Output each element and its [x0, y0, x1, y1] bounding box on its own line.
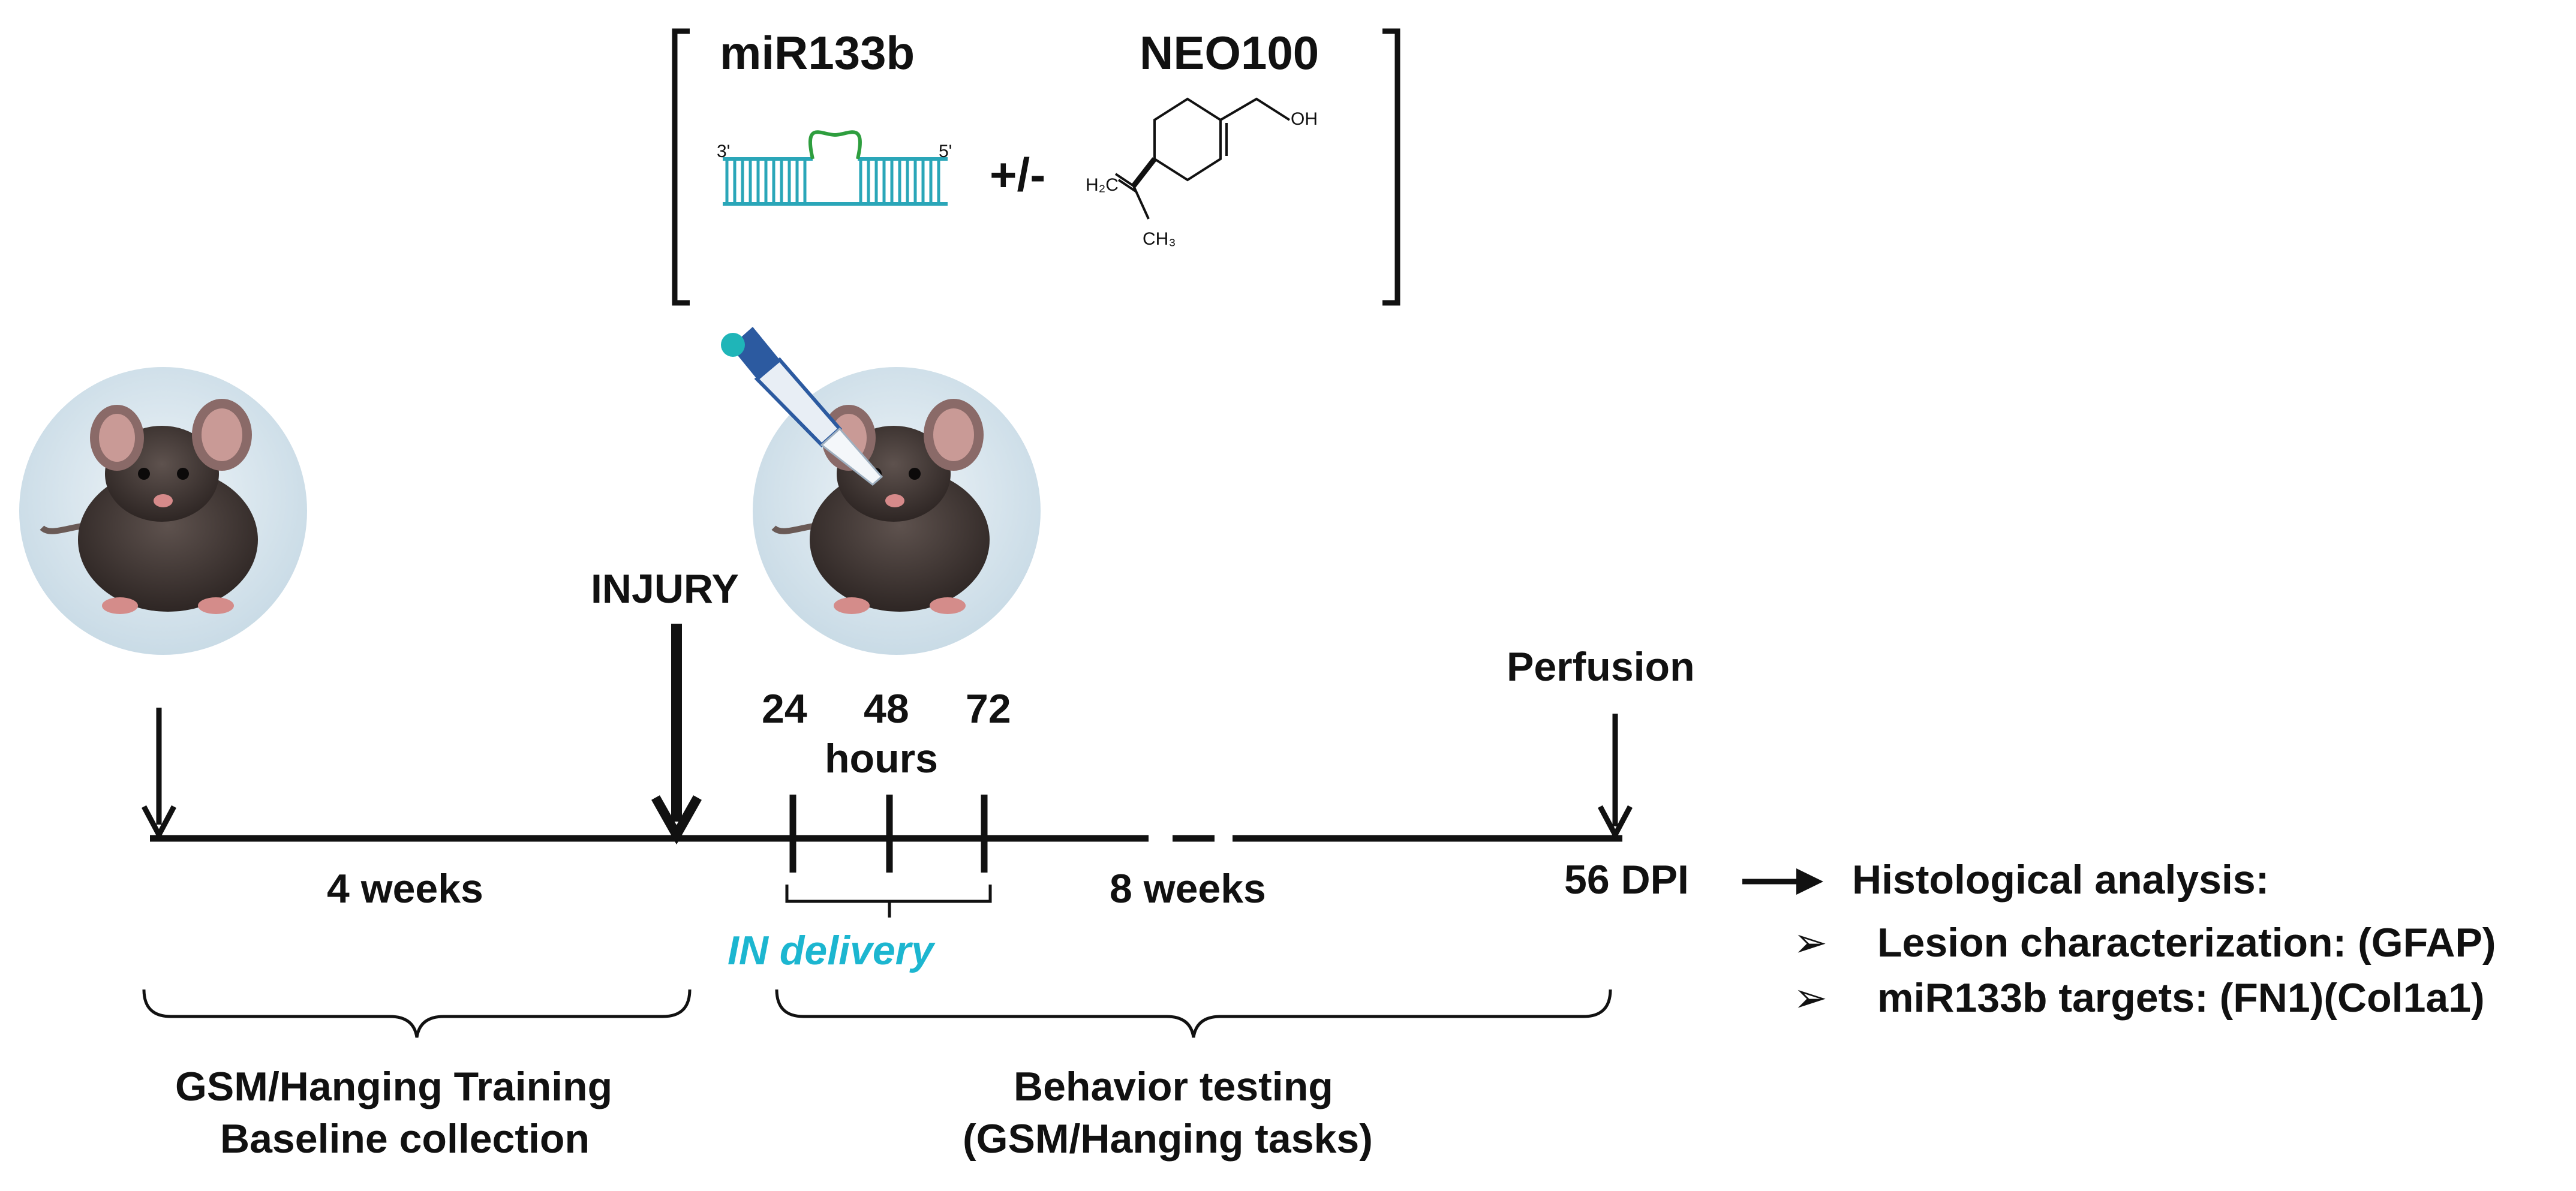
delivery-bracket [785, 885, 992, 918]
injury-label: INJURY [591, 566, 739, 612]
training-brace [142, 989, 692, 1038]
phase-braces: GSM/Hanging Training Baseline collection… [142, 989, 1612, 1162]
perfusion-label: Perfusion [1507, 644, 1695, 690]
delivery-label: IN delivery [728, 928, 936, 973]
analysis-title: Histological analysis: [1852, 857, 2269, 903]
analysis-item-2: miR133b targets: (FN1)(Col1a1) [1877, 975, 2485, 1021]
chem-ch3-label: CH₃ [1143, 229, 1176, 249]
chem-h2c-label: H₂C [1086, 175, 1119, 195]
rna-loop [808, 130, 862, 160]
phase2-duration: 8 weeks [1110, 866, 1266, 912]
training-label-line1: GSM/Hanging Training [175, 1064, 612, 1109]
rna-3prime-label: 3' [717, 142, 730, 161]
neo100-structure-icon: OH H₂C CH₃ [1086, 97, 1318, 249]
bullet-2-icon: ➢ [1793, 975, 1827, 1021]
hours-label: hours [825, 736, 938, 781]
bullet-1-icon: ➢ [1793, 920, 1827, 966]
rna-5prime-label: 5' [939, 142, 952, 161]
phase1-duration: 4 weeks [327, 866, 483, 912]
testing-label-line1: Behavior testing [1014, 1064, 1333, 1109]
chem-oh-label: OH [1291, 109, 1318, 129]
training-label-line2: Baseline collection [220, 1116, 590, 1162]
tick-72-label: 72 [966, 686, 1011, 732]
analysis-item-1: Lesion characterization: (GFAP) [1877, 920, 2496, 966]
endpoint-label: 56 DPI [1564, 857, 1689, 903]
agent2-label: NEO100 [1140, 26, 1319, 79]
left-square-bracket [672, 28, 690, 306]
right-square-bracket [1382, 28, 1400, 306]
timeline: INJURY 24 48 72 hours Perfusion 4 weeks … [142, 566, 1695, 973]
plus-minus-label: +/- [990, 148, 1045, 201]
testing-brace [775, 989, 1612, 1038]
tick-24-label: 24 [762, 686, 807, 732]
tick-48-label: 48 [864, 686, 909, 732]
mirna-hairpin-icon: 3' 5' [717, 130, 952, 206]
testing-label-line2: (GSM/Hanging tasks) [963, 1116, 1373, 1162]
analysis-panel: Histological analysis: ➢ Lesion characte… [1742, 857, 2496, 1021]
agent1-label: miR133b [720, 26, 915, 79]
mouse-photo-1 [19, 367, 307, 655]
treatment-group: miR133b NEO100 +/- 3' 5' OH H₂C CH₃ [672, 26, 1400, 306]
rna-backbone [723, 157, 948, 206]
pipette-icon [721, 327, 883, 486]
